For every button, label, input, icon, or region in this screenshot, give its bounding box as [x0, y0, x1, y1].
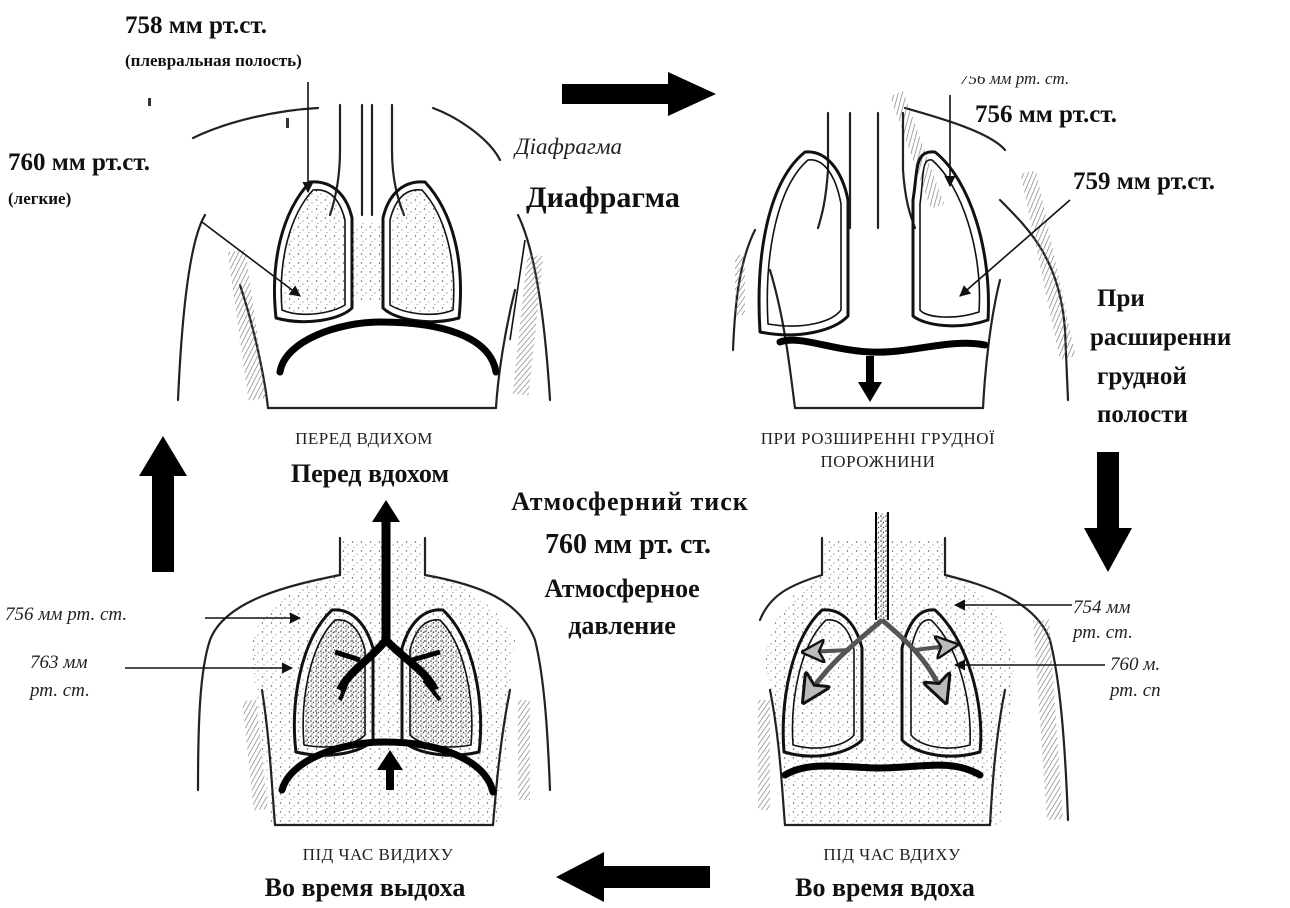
ru-caption-line-1: При	[1097, 285, 1145, 312]
cropped-mask	[950, 60, 1130, 76]
ua-caption: ПІД ЧАС ВДИХУ	[823, 845, 961, 864]
panel-during-inhale: 754 мм рт. ст. 760 м. рт. сп ПІД ЧАС ВДИ…	[758, 512, 1161, 902]
left-lung	[274, 182, 352, 322]
cycle-arrow-left	[556, 852, 710, 902]
lung-pressure: 760 мм рт.ст.	[8, 149, 150, 176]
right-lung	[383, 182, 461, 322]
pressure-top: 756 мм рт.ст.	[975, 101, 1117, 128]
ru-caption-line-2: расширенни	[1090, 324, 1231, 351]
pleural-pressure: 756 мм рт. ст.	[5, 604, 127, 625]
cycle-arrow-down	[1084, 452, 1132, 572]
ua-caption: ПЕРЕД ВДИХОМ	[295, 429, 433, 448]
pleural-pressure: 758 мм рт.ст.	[125, 12, 267, 39]
pleural-pressure-line-2: рт. ст.	[1071, 622, 1133, 643]
lung-pressure-line-2: рт. ст.	[28, 680, 90, 701]
atmospheric-value: 760 мм рт. ст.	[545, 529, 711, 560]
scan-mark	[148, 98, 151, 106]
diaphragm	[780, 340, 985, 352]
ru-caption: Во время вдоха	[795, 873, 975, 902]
ru-caption: Перед вдохом	[291, 459, 449, 488]
torso-outline	[733, 91, 1076, 408]
cycle-arrow-right	[562, 72, 716, 116]
lung-note: (легкие)	[8, 189, 71, 208]
cycle-arrow-up	[139, 436, 187, 572]
ua-caption: ПІД ЧАС ВИДИХУ	[303, 845, 454, 864]
ua-caption-line-1: ПРИ РОЗШИРЕННІ ГРУДНОЇ	[761, 429, 995, 448]
ua-caption-line-2: ПОРОЖНИНИ	[821, 452, 936, 471]
lung-pressure-line-2: рт. сп	[1108, 680, 1161, 701]
trachea	[330, 105, 404, 215]
pleural-pressure-line-1: 754 мм	[1073, 597, 1131, 618]
diaphragm	[280, 322, 496, 372]
lung-pressure-line-1: 760 м.	[1110, 654, 1160, 675]
ru-atmospheric-line-1: Атмосферное	[544, 574, 699, 603]
panel-before-inhale: 758 мм рт.ст. (плевральная полость) 760 …	[8, 12, 680, 488]
ru-caption-line-4: полости	[1097, 401, 1188, 428]
ru-diaphragm-label: Диафрагма	[526, 181, 680, 214]
panel-chest-expansion: 756 мм рт. ст. 756 мм рт.ст. 759 мм рт.с…	[733, 60, 1231, 471]
trachea	[876, 512, 888, 620]
ua-diaphragm-label: Діафрагма	[513, 134, 622, 159]
pressure-lung: 759 мм рт.ст.	[1073, 168, 1215, 195]
ru-caption: Во время выдоха	[265, 873, 466, 902]
atmospheric-pressure-block: Атмосферний тиск 760 мм рт. ст. Атмосфер…	[511, 487, 749, 640]
ru-atmospheric-line-2: давление	[568, 611, 675, 640]
ua-atmospheric-label: Атмосферний тиск	[511, 487, 749, 516]
lung-pressure-line-1: 763 мм	[30, 652, 88, 673]
panel-during-exhale: 756 мм рт. ст. 763 мм рт. ст. ПІД ЧАС ВИ…	[5, 500, 550, 902]
ru-caption-line-3: грудной	[1097, 363, 1187, 390]
trachea	[818, 113, 915, 228]
diaphragm-down-arrowhead	[858, 382, 882, 402]
scan-mark	[286, 118, 289, 128]
pleural-note: (плевральная полость)	[125, 51, 302, 70]
left-lung	[759, 152, 848, 335]
heart-area	[352, 223, 383, 301]
